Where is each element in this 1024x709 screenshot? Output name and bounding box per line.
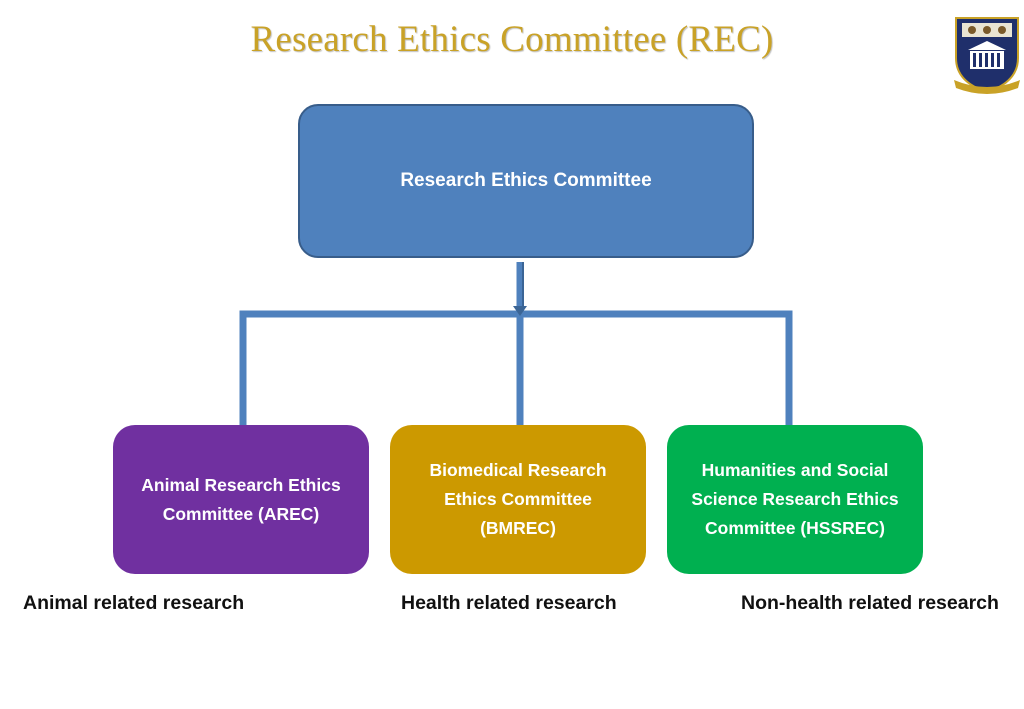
bmrec-box: Biomedical Research Ethics Committee (BM… xyxy=(390,425,646,574)
hssrec-caption: Non-health related research xyxy=(741,592,999,614)
branch-line xyxy=(239,310,793,425)
arec-label: Animal Research Ethics Committee (AREC) xyxy=(141,474,341,524)
page-title: Research Ethics Committee (REC) xyxy=(250,19,774,60)
arec-caption: Animal related research xyxy=(23,592,245,614)
root-committee-box: Research Ethics Committee xyxy=(298,104,754,258)
hssrec-label: Humanities and Social Science Research E… xyxy=(691,460,899,538)
university-crest-icon xyxy=(954,17,1020,94)
arec-box: Animal Research Ethics Committee (AREC) xyxy=(113,425,369,574)
root-committee-label: Research Ethics Committee xyxy=(400,170,652,191)
bmrec-label: Biomedical Research Ethics Committee (BM… xyxy=(429,460,607,538)
bmrec-caption: Health related research xyxy=(401,592,617,614)
arrow-head-icon xyxy=(513,306,527,316)
hssrec-box: Humanities and Social Science Research E… xyxy=(667,425,923,574)
